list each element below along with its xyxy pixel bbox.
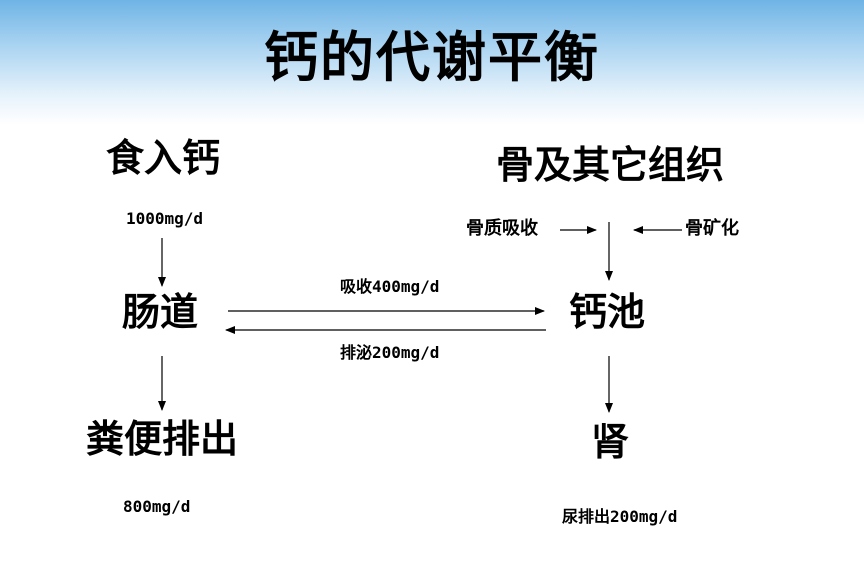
calcium-pool-label: 钙池 xyxy=(569,290,646,334)
bone-mineralization-label: 骨矿化 xyxy=(685,218,739,239)
bone-tissue-label: 骨及其它组织 xyxy=(496,143,725,187)
kidney-label: 肾 xyxy=(591,420,630,464)
urine-excretion-label: 尿排出200mg/d xyxy=(562,507,678,526)
absorption-label: 吸收400mg/d xyxy=(340,277,440,296)
slide-title: 钙的代谢平衡 xyxy=(264,25,600,89)
intake-calcium-label: 食入钙 xyxy=(106,136,221,180)
feces-excretion-label: 粪便排出 xyxy=(86,417,239,461)
feces-amount-label: 800mg/d xyxy=(123,497,191,516)
intestine-label: 肠道 xyxy=(122,290,199,334)
intake-amount-label: 1000mg/d xyxy=(126,209,204,228)
secretion-label: 排泌200mg/d xyxy=(340,343,440,362)
bone-resorption-label: 骨质吸收 xyxy=(466,218,538,239)
